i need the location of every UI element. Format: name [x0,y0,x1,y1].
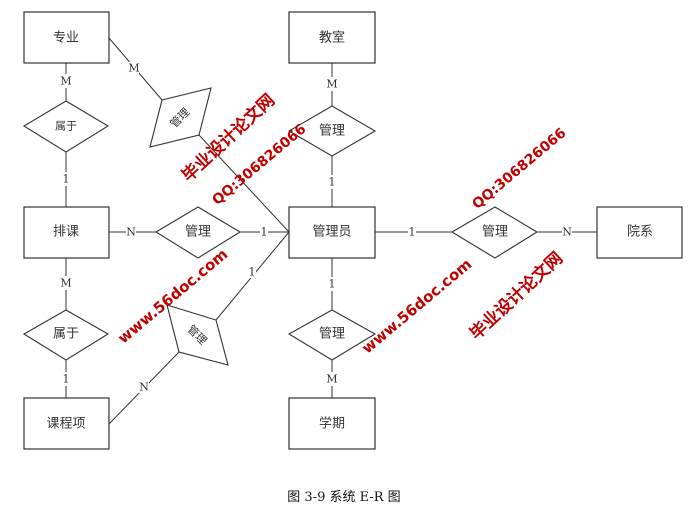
relationship-label: 属于 [55,120,77,133]
relationship-label: 管理 [482,225,508,240]
relationship-manage-semester: 管理 [287,309,377,361]
cardinality-label: 1 [249,266,256,279]
entity-label: 专业 [53,31,79,46]
entity-label: 排课 [53,225,79,240]
cardinality-label: M [60,75,71,88]
entity-scheduling: 排课 [23,206,110,259]
cardinality-label: M [60,277,71,290]
cardinality-label: 1 [409,226,416,239]
watermark-qq: QQ:306826066 [469,125,569,213]
cardinality-label: M [326,373,337,386]
watermark-url: www.56doc.com [358,255,475,357]
relationship-manage-classroom: 管理 [287,105,377,157]
relationship-label: 管理 [319,124,345,139]
relationship-belongs-bottom: 属于 [22,309,110,361]
relationship-manage-course-item: 管理 [166,304,229,366]
cardinality-label: 1 [63,173,70,186]
entity-label: 学期 [319,416,345,432]
entity-semester: 学期 [288,397,376,450]
relationship-label: 管理 [319,327,345,342]
entity-classroom: 教室 [288,11,376,64]
line-manage-admin-top-diag [198,134,290,233]
cardinality-label: 1 [329,278,336,291]
cardinality-label: M [128,62,139,75]
entity-label: 教室 [319,30,345,46]
cardinality-label: N [139,381,149,394]
cardinality-label: 1 [329,176,336,189]
relationship-manage-department: 管理 [450,206,539,259]
entity-department: 院系 [596,206,683,259]
figure-caption: 图 3-9 系统 E-R 图 [287,490,401,505]
entity-label: 课程项 [46,417,85,432]
entity-label: 管理员 [312,225,351,240]
entity-major: 专业 [23,11,110,64]
cardinality-label: 1 [261,226,268,239]
cardinalities: M 1 M M 1 N 1 M 1 N 1 1 M 1 N [60,62,572,394]
relationship-belongs-top: 属于 [22,100,110,153]
cardinality-label: 1 [63,373,70,386]
cardinality-label: N [562,226,572,239]
relationship-manage-major: 管理 [149,87,212,148]
cardinality-label: M [326,78,337,91]
relationship-manage-scheduling: 管理 [154,206,242,259]
relationship-label: 管理 [185,225,211,240]
relationship-label: 属于 [53,327,79,342]
entity-course-item: 课程项 [23,397,110,450]
cardinality-label: N [126,226,136,239]
entity-label: 院系 [627,225,653,240]
watermark-site-cn: 毕业设计论文网 [466,248,567,345]
entity-admin: 管理员 [288,206,376,259]
